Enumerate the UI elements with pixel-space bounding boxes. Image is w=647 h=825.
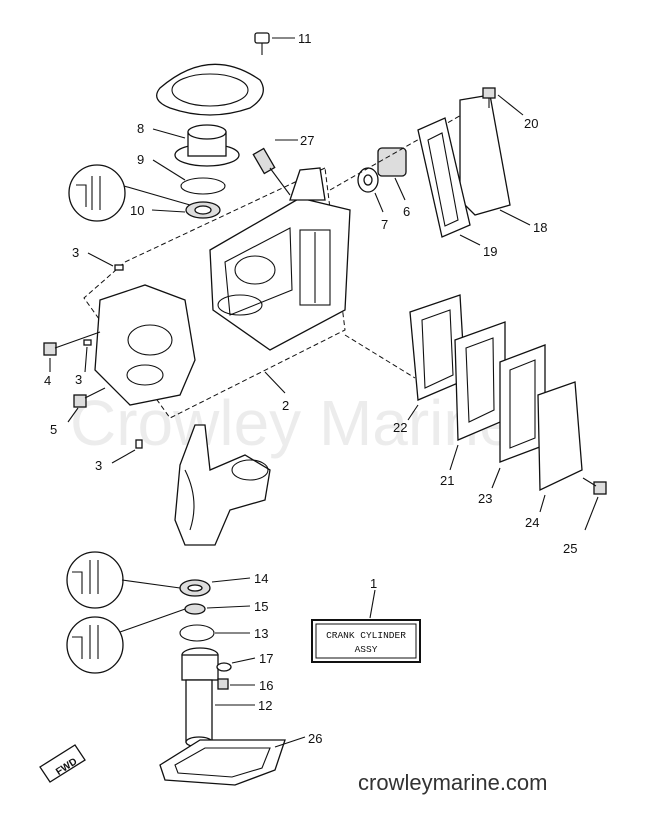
- part-8-housing: [174, 124, 240, 167]
- callout-5: 5: [50, 422, 57, 437]
- callout-27: 27: [300, 133, 314, 148]
- callout-20: 20: [524, 116, 538, 131]
- part-17-washer: [216, 662, 232, 672]
- callout-3c: 3: [95, 458, 102, 473]
- callout-17: 17: [259, 651, 273, 666]
- part-20-bolt: [482, 87, 496, 108]
- part-25-bolt: [582, 477, 607, 495]
- part-10-oil-seal: [185, 201, 221, 219]
- site-url: crowleymarine.com: [358, 770, 548, 795]
- part-3-dowel-a: [114, 264, 124, 271]
- callout-8: 8: [137, 121, 144, 136]
- callout-15: 15: [254, 599, 268, 614]
- assembly-outline: [83, 167, 346, 419]
- part-12-housing-tube: [181, 647, 219, 748]
- callout-3b: 3: [75, 372, 82, 387]
- callout-21: 21: [440, 473, 454, 488]
- callout-18: 18: [533, 220, 547, 235]
- top-cover-plate: [156, 63, 264, 116]
- part-4-bolt: [43, 331, 101, 356]
- part-9-o-ring: [180, 177, 226, 195]
- fwd-arrow-tag: FWD: [39, 744, 86, 783]
- callout-26: 26: [308, 731, 322, 746]
- callout-12: 12: [258, 698, 272, 713]
- callout-24: 24: [525, 515, 539, 530]
- callout-1: 1: [370, 576, 377, 591]
- crankcase: [94, 284, 196, 406]
- callout-19: 19: [483, 244, 497, 259]
- part-5-bolt: [73, 387, 106, 408]
- part-16-screw: [217, 678, 229, 690]
- part-19-gasket: [417, 117, 471, 238]
- crank-cylinder-assy-box: CRANK CYLINDER ASSY: [311, 619, 421, 663]
- part-15-seal: [184, 603, 206, 615]
- callout-16: 16: [259, 678, 273, 693]
- assy-box-line1: CRANK CYLINDER: [326, 630, 406, 641]
- callout-7: 7: [381, 217, 388, 232]
- part-3-dowel-b: [83, 339, 92, 346]
- callout-22: 22: [393, 420, 407, 435]
- part-13-o-ring: [179, 624, 215, 642]
- part-6-thermostat: [377, 147, 407, 177]
- seal-detail-inset-lower-a: [66, 551, 181, 609]
- seal-detail-inset-lower-b: [66, 607, 189, 674]
- callout-25: 25: [563, 541, 577, 556]
- seal-detail-inset-top: [68, 164, 191, 222]
- callout-10: 10: [130, 203, 144, 218]
- part-3-dowel-c: [135, 439, 143, 449]
- callout-9: 9: [137, 152, 144, 167]
- callout-11: 11: [298, 31, 312, 46]
- callout-2: 2: [282, 398, 289, 413]
- part-26-base-gasket: [159, 739, 286, 786]
- part-7-fitting: [357, 167, 379, 193]
- part-24-cover-plate: [537, 381, 583, 492]
- bolt-11: [254, 32, 270, 55]
- part-18-cover: [459, 94, 511, 216]
- callout-14: 14: [254, 571, 268, 586]
- callout-4: 4: [44, 373, 51, 388]
- callout-23: 23: [478, 491, 492, 506]
- cylinder-block: [209, 167, 351, 351]
- part-14-oil-seal: [179, 579, 211, 597]
- crankshaft: [174, 424, 271, 546]
- part-21-plate: [454, 321, 506, 441]
- callout-3a: 3: [72, 245, 79, 260]
- callout-6: 6: [403, 204, 410, 219]
- callout-13: 13: [254, 626, 268, 641]
- assy-box-line2: ASSY: [355, 644, 378, 655]
- part-27-spark-plug: [252, 147, 291, 196]
